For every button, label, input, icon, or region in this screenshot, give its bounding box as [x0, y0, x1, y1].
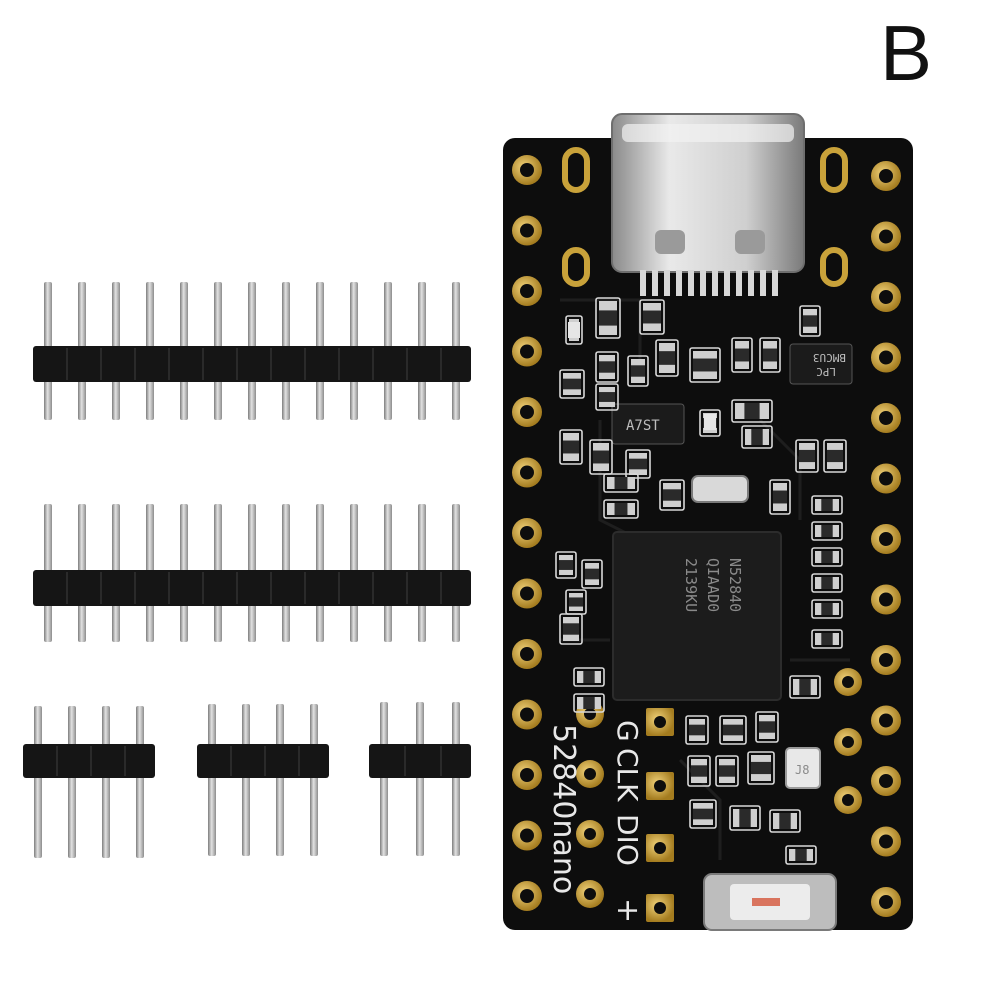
side-led [703, 873, 837, 931]
header-strips [23, 282, 471, 858]
swd-label-ground: G [611, 720, 644, 742]
smd-component [627, 355, 649, 387]
smd-component [795, 439, 819, 473]
pcb-board: N52840 QIAAD0 2139KU A7ST LPC BMCU3 J8 [503, 113, 913, 931]
smd-component [747, 751, 775, 785]
smd-component [573, 693, 605, 713]
smd-component [811, 495, 843, 515]
header-pin [452, 702, 460, 856]
smd-component [603, 499, 639, 519]
smd-component [759, 337, 781, 373]
header-plastic-body [23, 744, 155, 778]
edge-pads [512, 155, 901, 922]
smd-component [811, 629, 843, 649]
usb-mount-slots [562, 147, 848, 287]
voltage-regulator: A7ST [611, 403, 685, 445]
smd-component [589, 439, 613, 475]
header-pin [242, 704, 250, 856]
board-name-silkscreen: 52840nano [546, 724, 581, 894]
smd-component [719, 715, 747, 745]
usb-contacts [640, 270, 778, 296]
smd-component [581, 559, 603, 589]
header-pin [102, 706, 110, 858]
ic-marking-line-1: LPC [816, 365, 836, 378]
header-pin [136, 706, 144, 858]
header-plastic-body [33, 346, 471, 382]
smd-passives [555, 297, 847, 865]
smd-component [729, 805, 761, 831]
smd-component [687, 755, 711, 787]
smd-component [639, 299, 665, 335]
smd-component [559, 429, 583, 465]
smd-component [659, 479, 685, 511]
smd-component [595, 383, 619, 411]
usb-c-connector [611, 113, 805, 296]
status-led [568, 322, 580, 338]
header-plastic-body [197, 744, 329, 778]
ic-small-top-right: LPC BMCU3 [789, 343, 853, 385]
smd-component [811, 599, 843, 619]
sensor-marking: J8 [795, 763, 809, 777]
header-pin [310, 704, 318, 856]
smd-component [559, 613, 583, 645]
smd-component [785, 845, 817, 865]
smd-component [715, 755, 739, 787]
sensor-package: J8 [785, 747, 821, 789]
smd-component [555, 551, 577, 579]
ic-marking-line-2: BMCU3 [813, 351, 846, 364]
mcu-marking-line-1: N52840 [726, 558, 744, 612]
smd-component [789, 675, 821, 699]
smd-component [685, 715, 709, 745]
smd-component [755, 711, 779, 743]
mcu-chip: N52840 QIAAD0 2139KU [612, 531, 782, 701]
smd-component [731, 337, 753, 373]
smd-component [769, 479, 791, 515]
smd-component [811, 547, 843, 567]
smd-component [559, 369, 585, 399]
header-plastic-body [369, 744, 471, 778]
crystal-oscillator [691, 475, 749, 503]
header-pin [380, 702, 388, 856]
header-strip-4pin-left [23, 706, 155, 858]
swd-label-power: + [610, 898, 645, 923]
smd-component [689, 347, 721, 383]
smd-component [823, 439, 847, 473]
header-strip-12pin-middle [33, 504, 471, 642]
header-strip-12pin-top [33, 282, 471, 420]
smd-component [811, 521, 843, 541]
header-pin [416, 702, 424, 856]
smd-component [741, 425, 773, 449]
smd-component [565, 589, 587, 615]
smd-component [603, 473, 639, 493]
power-led [704, 414, 716, 430]
regulator-marking: A7ST [626, 418, 660, 434]
header-strip-3pin-right [369, 702, 471, 856]
header-pin [68, 706, 76, 858]
header-pin [208, 704, 216, 856]
swd-label-clock: CLK [611, 748, 644, 802]
variant-label: B [880, 9, 933, 97]
mcu-marking-line-2: QIAAD0 [704, 558, 722, 612]
smd-component [769, 809, 801, 833]
header-plastic-body [33, 570, 471, 606]
smd-component [595, 297, 621, 339]
header-pin [276, 704, 284, 856]
header-strip-4pin-center [197, 704, 329, 856]
smd-component [573, 667, 605, 687]
smd-component [731, 399, 773, 423]
smd-component [799, 305, 821, 337]
smd-component [689, 799, 717, 829]
smd-component [595, 351, 619, 383]
swd-label-data: DIO [611, 814, 644, 866]
silkscreen: 52840nano G CLK DIO + [546, 720, 645, 923]
smd-component [811, 573, 843, 593]
smd-component [655, 339, 679, 377]
mcu-marking-line-3: 2139KU [682, 558, 700, 612]
header-pin [34, 706, 42, 858]
